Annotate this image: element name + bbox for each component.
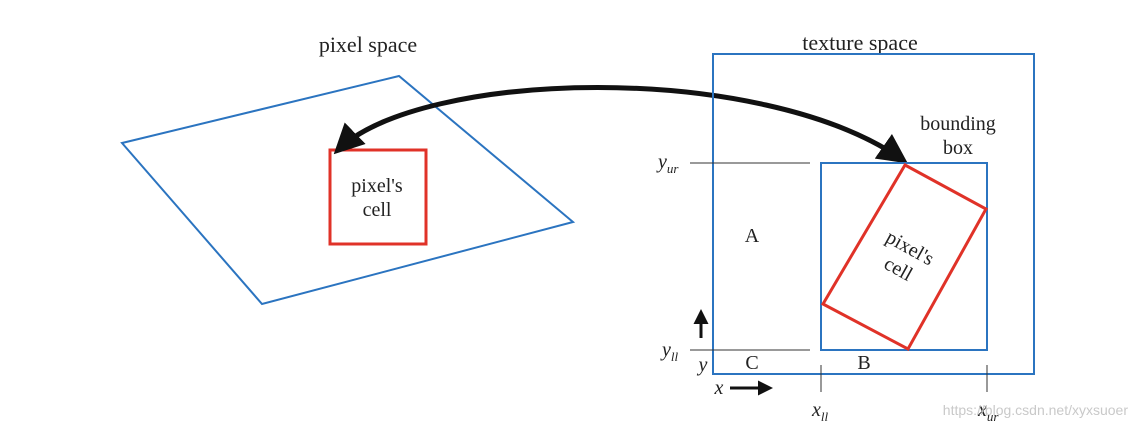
mapping-double-arrow xyxy=(333,85,908,164)
pixel-space-quad xyxy=(120,74,576,306)
texture-space-title: texture space xyxy=(802,30,917,55)
bounding-box-rect xyxy=(820,162,988,351)
texture-space-rect xyxy=(712,53,1035,375)
pixel-space-title: pixel space xyxy=(319,32,417,57)
y-axis-label: y xyxy=(697,354,708,376)
region-b-label: B xyxy=(857,352,870,374)
x-axis-label: x xyxy=(714,377,724,399)
bounding-box-label-line2: box xyxy=(943,137,973,159)
bounding-box-label-line1: bounding xyxy=(920,113,996,135)
x-ur-label: xur xyxy=(977,399,999,424)
pixel-cell-label-line2: cell xyxy=(363,199,392,221)
texture-pixel-cell xyxy=(820,162,989,352)
pixel-cell-square xyxy=(328,148,428,246)
pixel-cell-label-line1: pixel's xyxy=(351,175,403,197)
y-ur-label: yur xyxy=(656,151,679,176)
region-c-label: C xyxy=(745,352,758,374)
y-ll-label: yll xyxy=(660,339,679,364)
watermark-text: https://blog.csdn.net/xyxsuoer xyxy=(943,402,1129,418)
region-a-label: A xyxy=(745,225,760,247)
x-ll-label: xll xyxy=(811,399,829,424)
